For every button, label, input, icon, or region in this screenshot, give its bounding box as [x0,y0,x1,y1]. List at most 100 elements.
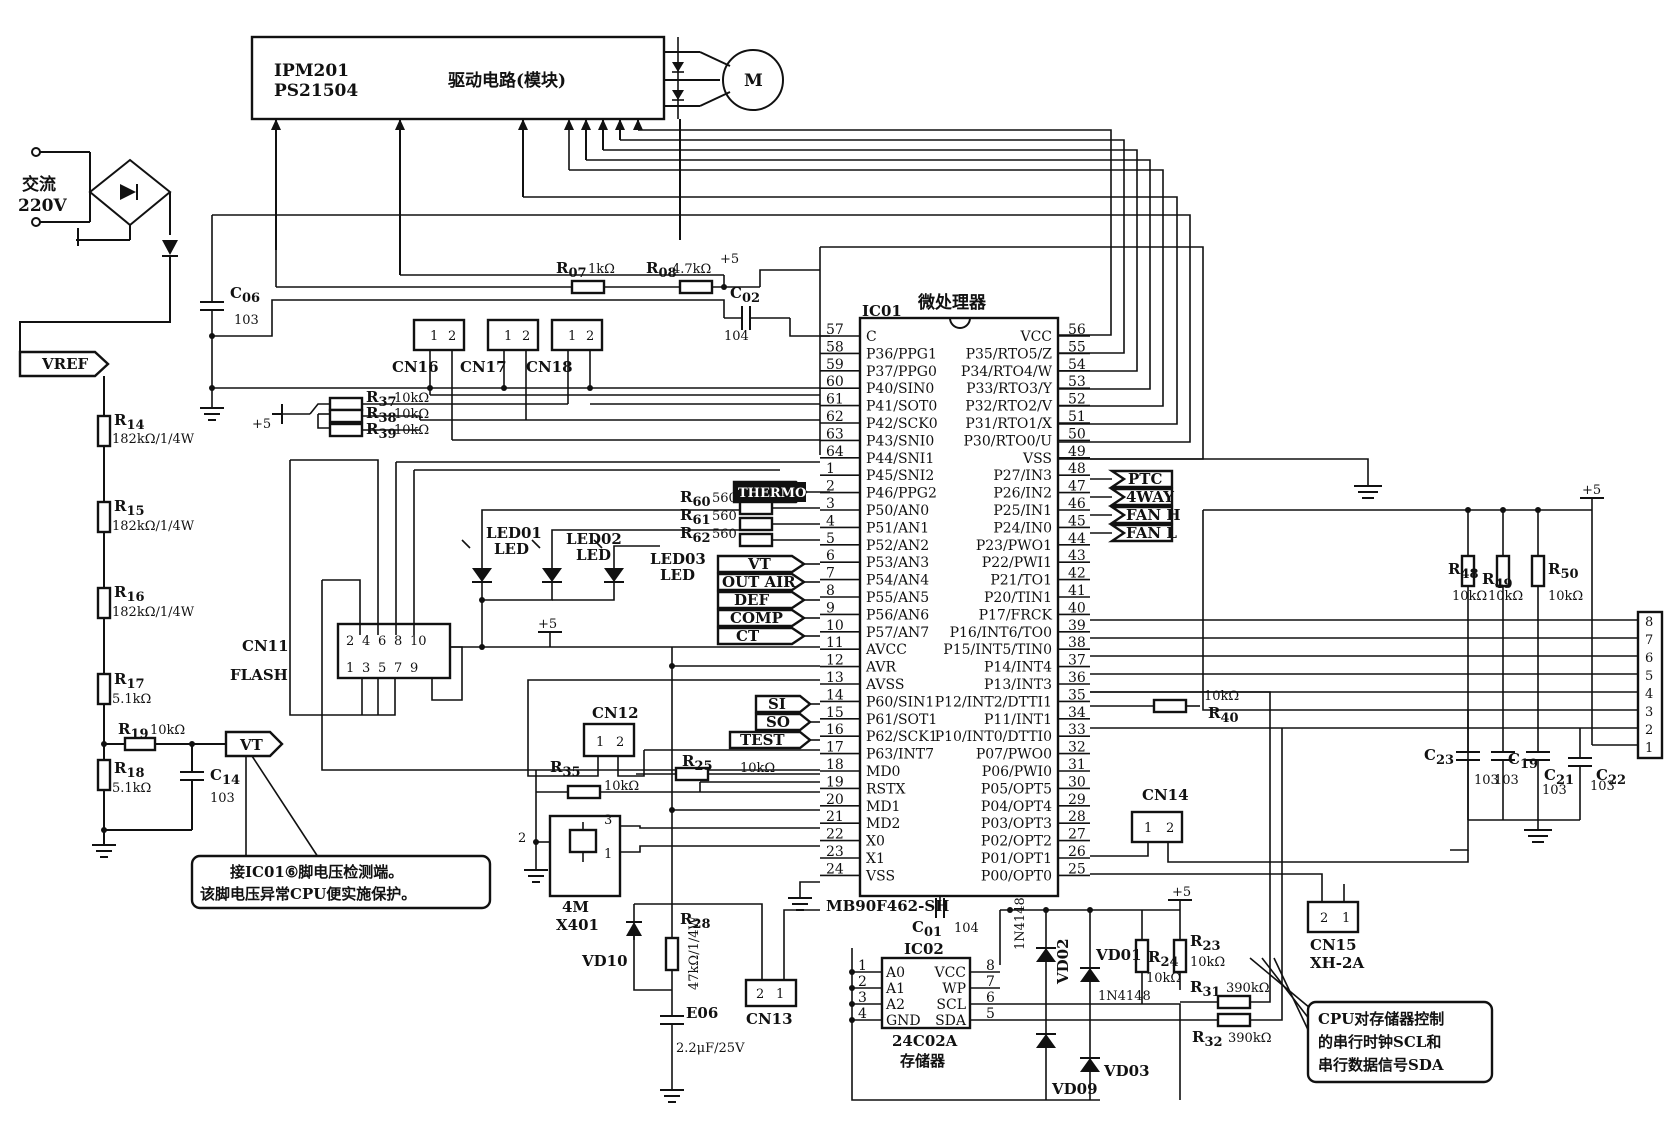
eeprom-left-pin-number: 2 [858,974,867,990]
r17-value: 5.1kΩ [112,692,151,707]
mcu-left-pin-name: AVR [865,660,897,676]
cn11-pin-3: 3 [362,661,370,676]
eeprom-right-pin-number: 7 [986,974,995,990]
eeprom-right-pin-number: 5 [986,1006,995,1022]
mcu-ref: IC01 [862,302,902,320]
tag-vt: VT [747,555,772,573]
ac-line2: 220V [18,196,67,216]
eeprom-name: 存储器 [900,1052,946,1070]
mcu-left-pin-name: P55/AN5 [866,590,929,606]
c02-value: 104 [724,329,749,344]
mcu-right-pin-name: P01/OPT1 [981,851,1052,867]
xtal-pin2: 2 [518,831,526,846]
eeprom-left-pin-name: A2 [885,997,905,1013]
flash-label: FLASH [230,666,288,684]
mcu-left-pin-number: 14 [826,687,844,703]
mcu-left-pin-name: MD1 [866,799,900,815]
cn13-label: CN13 [746,1010,793,1028]
mcu-right-pin-name: P32/RTO2/V [965,399,1053,415]
mcu-right-pin-number: 42 [1068,566,1086,582]
mcu-left-pin-number: 18 [826,757,844,773]
mcu-right-pin-name: P12/INT2/DTTI1 [935,694,1052,710]
mcu-right-pin-number: 49 [1068,444,1086,460]
mcu-right-pin-number: 53 [1068,374,1086,390]
mcu-right-pin-number: 31 [1068,757,1086,773]
r28-value: 47kΩ/1/4W [687,916,702,990]
mcu-left-pin-number: 19 [826,774,844,790]
c19-name: C19 [1508,750,1538,772]
mcu-left-pin-number: 1 [826,461,835,477]
r31-name: R31 [1190,978,1221,1000]
r23-name: R23 [1190,932,1221,954]
mcu-right-pin-number: 36 [1068,670,1086,686]
r24-value: 10kΩ [1146,971,1181,986]
c21-name: C21 [1544,766,1574,788]
cn12-pin1: 1 [596,735,604,750]
tag-fan-l: FAN L [1126,524,1177,542]
tag-def: DEF [734,591,769,609]
note1-box [190,854,492,910]
cn12-label: CN12 [592,704,639,722]
r48-value: 10kΩ [1452,589,1487,604]
mcu-left-pin-number: 63 [826,426,844,442]
mcu-left-pin-name: P61/SOT1 [866,712,937,728]
mcu-right-pin-name: P23/PWO1 [976,538,1052,554]
mcu-notch [949,317,971,329]
cn14-wire2 [1167,842,1469,863]
mcu-right-pin-number: 47 [1068,479,1086,495]
r49-value: 10kΩ [1488,589,1523,604]
c06-value: 103 [234,313,259,328]
mcu-left-pin-name: P57/AN7 [866,625,929,641]
cn16-pin1: 1 [430,329,438,344]
mcu-right-pin-number: 35 [1068,687,1086,703]
mcu-right-pin-number: 30 [1068,774,1086,790]
motor [722,49,784,111]
eeprom-left-pin-name: A1 [885,981,905,997]
mcu-right-pin-number: 26 [1068,844,1086,860]
mcu-left-pin-name: AVSS [865,677,904,693]
r23-value: 10kΩ [1190,955,1225,970]
mcu-right-pin-number: 44 [1068,531,1086,547]
mcu-right-pin-name: P04/OPT4 [981,799,1052,815]
mcu-right-pin-number: 48 [1068,461,1086,477]
r60-value: 560 [712,491,737,506]
c23-name: C23 [1424,746,1454,768]
r08-name: R08 [646,259,677,281]
crystal-freq: 4M [562,898,589,916]
mcu-right-pin-name: P15/INT5/TIN0 [943,642,1052,658]
c14-name: C14 [210,766,240,788]
mcu-right-pin-number: 51 [1068,409,1086,425]
mcu-right-pin-name: VCC [1019,329,1052,345]
mcu-left-pin-number: 12 [826,653,844,669]
ipm-output-diodes [664,37,731,119]
mcu-right-pin-number: 45 [1068,513,1086,529]
mcu-part: MB90F462-SH [826,897,949,915]
ac-line1: 交流 [22,174,56,195]
mcu-right-pin-number: 25 [1068,861,1086,877]
vss-ground-left [788,881,820,911]
cn11-pin-2: 2 [346,634,354,649]
mcu-right-pin-number: 56 [1068,322,1086,338]
mcu-left-pin-number: 8 [826,583,835,599]
cn11-pin-9: 9 [410,661,418,676]
mcu-left-pin-name: P50/AN0 [866,503,929,519]
mcu-right-pin-number: 40 [1068,600,1086,616]
eeprom-right-pin-name: SDA [935,1013,967,1029]
mcu-left-pin-number: 57 [826,322,844,338]
c06-network [200,215,830,455]
eeprom-wiring [851,691,1283,1101]
mcu-right-pin-number: 39 [1068,618,1086,634]
mcu-right-pin-name: P20/TIN1 [984,590,1052,606]
mcu-left-pin-name: RSTX [866,781,905,797]
r32-value: 390kΩ [1228,1031,1271,1046]
note2-pointer-b [1261,957,1311,1021]
r35-name: R35 [550,758,581,780]
cn17-pin2: 2 [522,329,530,344]
mcu-left-pin-name: P56/AN6 [866,607,929,623]
mcu-left-pin-name: VSS [865,868,895,884]
mcu-left-pin-name: P46/PPG2 [866,486,937,502]
note1-line1: 接IC01⑥脚电压检测端。 [230,863,403,881]
vd01-type: 1N4148 [1098,989,1151,1004]
